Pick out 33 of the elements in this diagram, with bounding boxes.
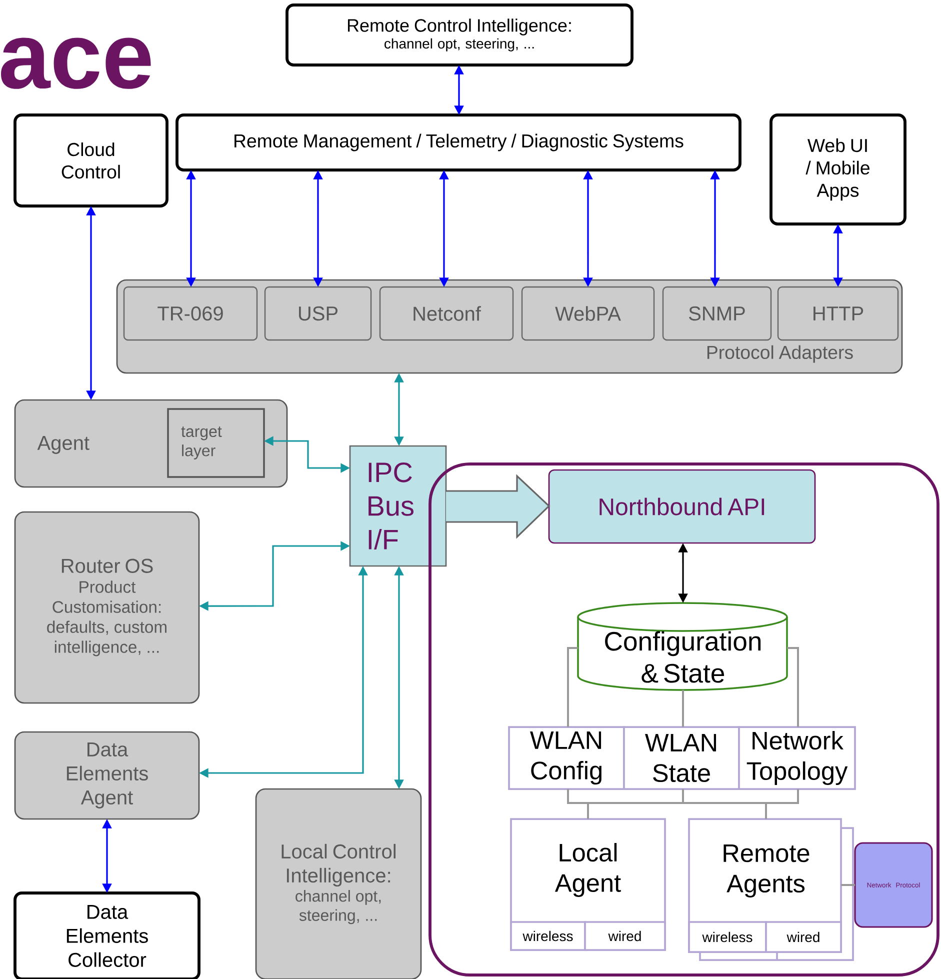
data-box: Network Topology — [738, 726, 856, 790]
system-box: Remote Management / Telemetry / Diagnostic Systems — [176, 114, 742, 172]
interface-cell: wired — [584, 921, 666, 951]
layer-box: target layer — [167, 408, 265, 478]
system-box: Web UI / Mobile Apps — [770, 114, 906, 226]
system-box: Cloud Control — [14, 114, 168, 208]
component-box: Router OS Product Customisation: defaults, custom intelligence, ... — [14, 511, 200, 704]
protocol-box: HTTP — [777, 286, 899, 341]
component-box: Data Elements Collector — [14, 892, 200, 979]
connector-line — [765, 789, 799, 819]
bus-box: IPC Bus I/F — [349, 445, 447, 567]
container-box — [428, 462, 940, 976]
data-box: WLAN State — [623, 726, 740, 790]
component-box: Local Control Intelligence: channel opt, steering, ... — [255, 788, 422, 979]
protocol-box: USP — [264, 286, 372, 341]
protocol-box: WebPA — [521, 286, 655, 341]
connector-line — [682, 690, 684, 728]
protocol-box: TR-069 — [123, 286, 258, 341]
protocol-box: Netconf — [379, 286, 514, 341]
api-box: Northbound API — [548, 469, 816, 544]
connector-line — [787, 647, 799, 728]
protocol-box: SNMP — [662, 286, 772, 341]
connector-line — [841, 884, 855, 886]
database-cylinder: Configuration & State — [577, 602, 788, 691]
block-arrow — [445, 474, 550, 539]
interface-cell: wireless — [510, 921, 586, 951]
component-box: Data Elements Agent — [14, 731, 200, 820]
data-box: WLAN Config — [508, 726, 625, 790]
system-box: Remote Control Intelligence: channel opt, steering, ... — [286, 4, 634, 66]
interface-cell: wireless — [688, 921, 767, 953]
connector-line — [567, 647, 578, 728]
title: ace — [1, 38, 151, 89]
interface-cell: wired — [765, 921, 842, 953]
